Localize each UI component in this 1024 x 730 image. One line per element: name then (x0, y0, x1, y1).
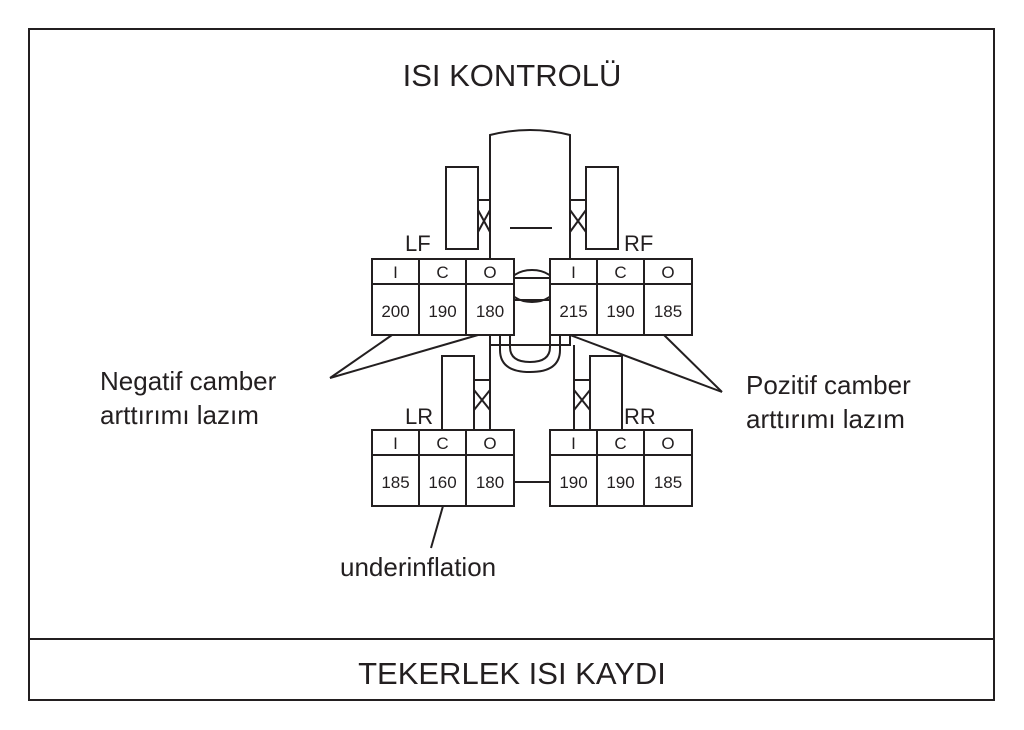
rear-right-wheel (589, 355, 623, 431)
footer-divider (28, 638, 995, 640)
lf-value-i: 200 (381, 302, 409, 321)
tire-table-rr (549, 429, 693, 507)
lf-value-c: 190 (428, 302, 456, 321)
leader-left-2 (329, 334, 479, 379)
lr-header-i: I (393, 434, 398, 453)
lr-value-c: 160 (428, 473, 456, 492)
lf-header-o: O (483, 263, 496, 282)
lf-value-o: 180 (476, 302, 504, 321)
footer-title: TEKERLEK ISI KAYDI (358, 656, 666, 691)
note-bottom: underinflation (340, 552, 497, 582)
lr-header-o: O (483, 434, 496, 453)
rear-left-wheel (441, 355, 475, 431)
leader-left-1 (329, 334, 393, 379)
rr-value-c: 190 (606, 473, 634, 492)
note-left-line2: arttırımı lazım (100, 400, 259, 430)
leader-bottom (430, 505, 444, 549)
front-right-arm (569, 199, 587, 233)
rf-value-o: 185 (654, 302, 682, 321)
lf-header-c: C (436, 263, 448, 282)
rf-value-c: 190 (606, 302, 634, 321)
tire-table-rf (549, 258, 693, 336)
rear-right-arm (573, 345, 591, 430)
note-right-line1: Pozitif camber (746, 370, 911, 400)
rr-header-i: I (571, 434, 576, 453)
rf-header-o: O (661, 263, 674, 282)
tire-label-rf: RF (624, 231, 654, 256)
diagram-title: ISI KONTROLÜ (402, 58, 622, 93)
note-left-line1: Negatif camber (100, 366, 277, 396)
lr-value-o: 180 (476, 473, 504, 492)
tire-table-lf (371, 258, 515, 336)
leader-right-2 (663, 334, 723, 393)
rr-header-o: O (661, 434, 674, 453)
tire-label-rr: RR (624, 404, 656, 429)
rr-header-c: C (614, 434, 626, 453)
rear-left-arm (473, 345, 491, 430)
rf-header-c: C (614, 263, 626, 282)
leader-right-1 (569, 334, 723, 393)
lf-header-i: I (393, 263, 398, 282)
rear-cradle (499, 330, 561, 374)
lr-header-c: C (436, 434, 448, 453)
rf-value-i: 215 (559, 302, 587, 321)
rr-value-i: 190 (559, 473, 587, 492)
tire-table-lr (371, 429, 515, 507)
rr-value-o: 185 (654, 473, 682, 492)
tire-label-lr: LR (405, 404, 434, 429)
note-right-line2: arttırımı lazım (746, 404, 905, 434)
rf-header-i: I (571, 263, 576, 282)
front-left-arm (477, 199, 491, 233)
lr-value-i: 185 (381, 473, 409, 492)
front-left-wheel (445, 166, 479, 250)
diagram-frame (28, 28, 995, 701)
tire-label-lf: LF (405, 231, 431, 256)
front-right-wheel (585, 166, 619, 250)
